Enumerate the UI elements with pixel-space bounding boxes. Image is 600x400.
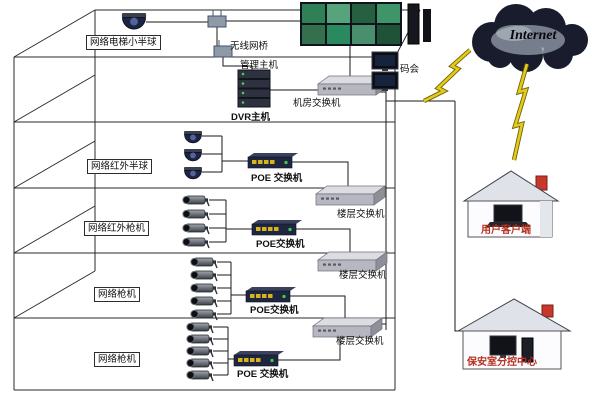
label-poe-switch-1: POE 交换机 <box>251 173 303 184</box>
label-floor-switch-2: 楼层交换机 <box>339 270 387 281</box>
label-room-switch: 机房交换机 <box>293 98 341 109</box>
label-wireless-bridge: 无线网桥 <box>230 41 269 52</box>
label-internet: Internet <box>509 28 557 43</box>
decoder-monitor <box>371 51 399 72</box>
dvr-management-stack <box>237 69 271 108</box>
label-floor-switch-1: 楼层交换机 <box>337 209 385 220</box>
bullet-camera-group-1 <box>190 257 218 321</box>
label-floor-switch-3: 楼层交换机 <box>336 336 384 347</box>
wall-side-monitor <box>407 3 420 45</box>
floor-switch-1 <box>315 185 386 206</box>
label-poe-switch-4: POE 交换机 <box>237 369 289 380</box>
internet-cloud <box>472 4 588 72</box>
label-user-client: 用户客户端 <box>481 225 531 236</box>
label-ir-dome: 网络红外半球 <box>87 159 153 174</box>
riser-line <box>380 84 387 330</box>
lightning-bolt-to-building <box>423 48 472 103</box>
label-bullet-2: 网络枪机 <box>94 352 141 367</box>
video-wall <box>300 2 431 46</box>
label-mgmt-host: 管理主机 <box>240 60 279 71</box>
label-decoder: 码会 <box>400 64 420 75</box>
poe-switch-3 <box>245 286 297 303</box>
decoder-monitor <box>371 71 399 92</box>
chimney <box>541 304 554 318</box>
label-ir-bullet: 网络红外枪机 <box>84 221 150 236</box>
label-poe-switch-2: POE交换机 <box>256 239 305 250</box>
laptop-icon <box>486 204 531 227</box>
label-poe-switch-3: POE交换机 <box>250 305 299 316</box>
elevator-dome-camera <box>121 12 147 30</box>
label-security-center: 保安室分控中心 <box>467 357 537 368</box>
poe-switch-1 <box>247 152 299 169</box>
poe-switch-2 <box>251 219 303 236</box>
poe-switch-4 <box>233 350 285 367</box>
internet-link-lines <box>386 100 463 332</box>
wireless-bridge-devices <box>207 10 233 58</box>
desktop-computer-icon <box>489 335 534 363</box>
bullet-camera-group-2 <box>186 322 214 382</box>
ir-bullet-camera-group <box>182 195 210 249</box>
lightning-bolt-to-client <box>511 63 530 161</box>
wall-side-monitor <box>423 9 431 42</box>
security-center-house <box>456 298 572 370</box>
label-bullet-1: 网络枪机 <box>94 287 141 302</box>
user-client-house <box>462 170 560 238</box>
ir-dome-camera-group <box>183 130 203 180</box>
label-elevator-dome: 网络电梯小半球 <box>86 35 161 50</box>
label-dvr-host: DVR主机 <box>231 112 271 123</box>
